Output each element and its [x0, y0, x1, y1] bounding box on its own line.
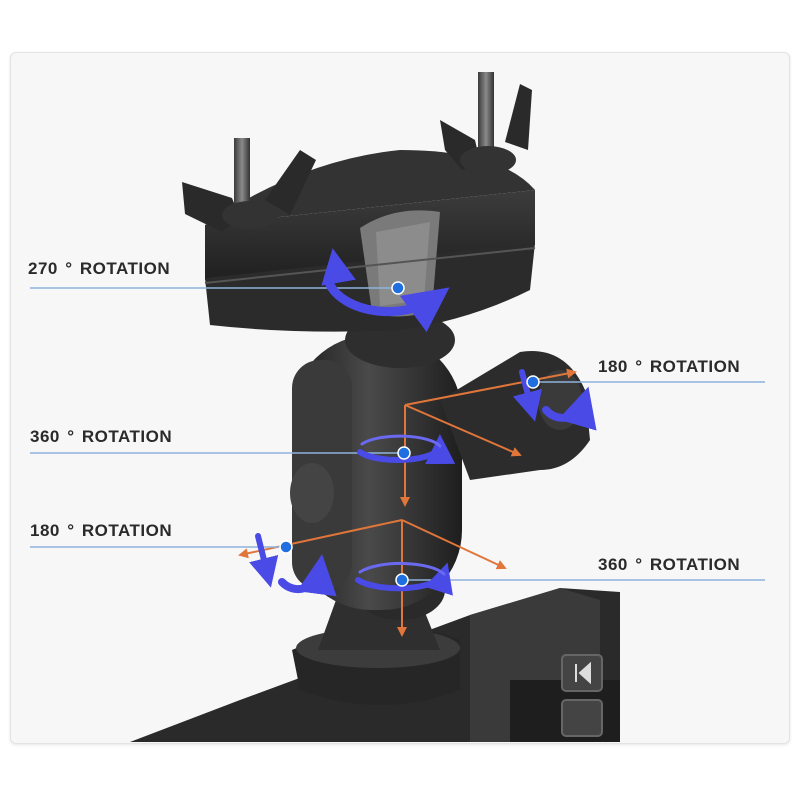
label-360-rotation-left: 360 ° ROTATION: [30, 427, 172, 447]
degree-mark: °: [67, 521, 75, 540]
rotation-180-left-arrow: [249, 533, 279, 588]
rotation-word: ROTATION: [81, 521, 173, 540]
rotation-word: ROTATION: [649, 357, 741, 376]
angle-value: 360: [30, 427, 60, 446]
label-360-rotation-right: 360 ° ROTATION: [598, 555, 740, 575]
angle-value: 180: [30, 521, 60, 540]
label-270-rotation: 270 ° ROTATION: [28, 259, 170, 279]
rotation-360-lower-arrow: [355, 562, 453, 596]
label-180-rotation-left: 180 ° ROTATION: [30, 521, 172, 541]
label-180-rotation-right: 180 ° ROTATION: [598, 357, 740, 377]
angle-value: 360: [598, 555, 628, 574]
rotation-word: ROTATION: [649, 555, 741, 574]
rotation-word: ROTATION: [79, 259, 171, 278]
degree-mark: °: [635, 357, 643, 376]
rotation-word: ROTATION: [81, 427, 173, 446]
pivot-dots: [279, 281, 540, 587]
right-wing-nut: [440, 72, 532, 174]
rotation-270-arrow: [325, 280, 450, 333]
left-wing-nut: [182, 138, 316, 232]
angle-value: 180: [598, 357, 628, 376]
pipe-clamp: [204, 150, 536, 332]
degree-mark: °: [67, 427, 75, 446]
rotation-180-right-arrow: [512, 369, 542, 422]
angle-value: 270: [28, 259, 58, 278]
degree-mark: °: [635, 555, 643, 574]
swivel-body: [290, 312, 590, 610]
rotation-arrows: [249, 248, 597, 597]
rotation-360-upper-arrow: [357, 434, 456, 465]
degree-mark: °: [65, 259, 73, 278]
mount-base: [292, 600, 460, 705]
